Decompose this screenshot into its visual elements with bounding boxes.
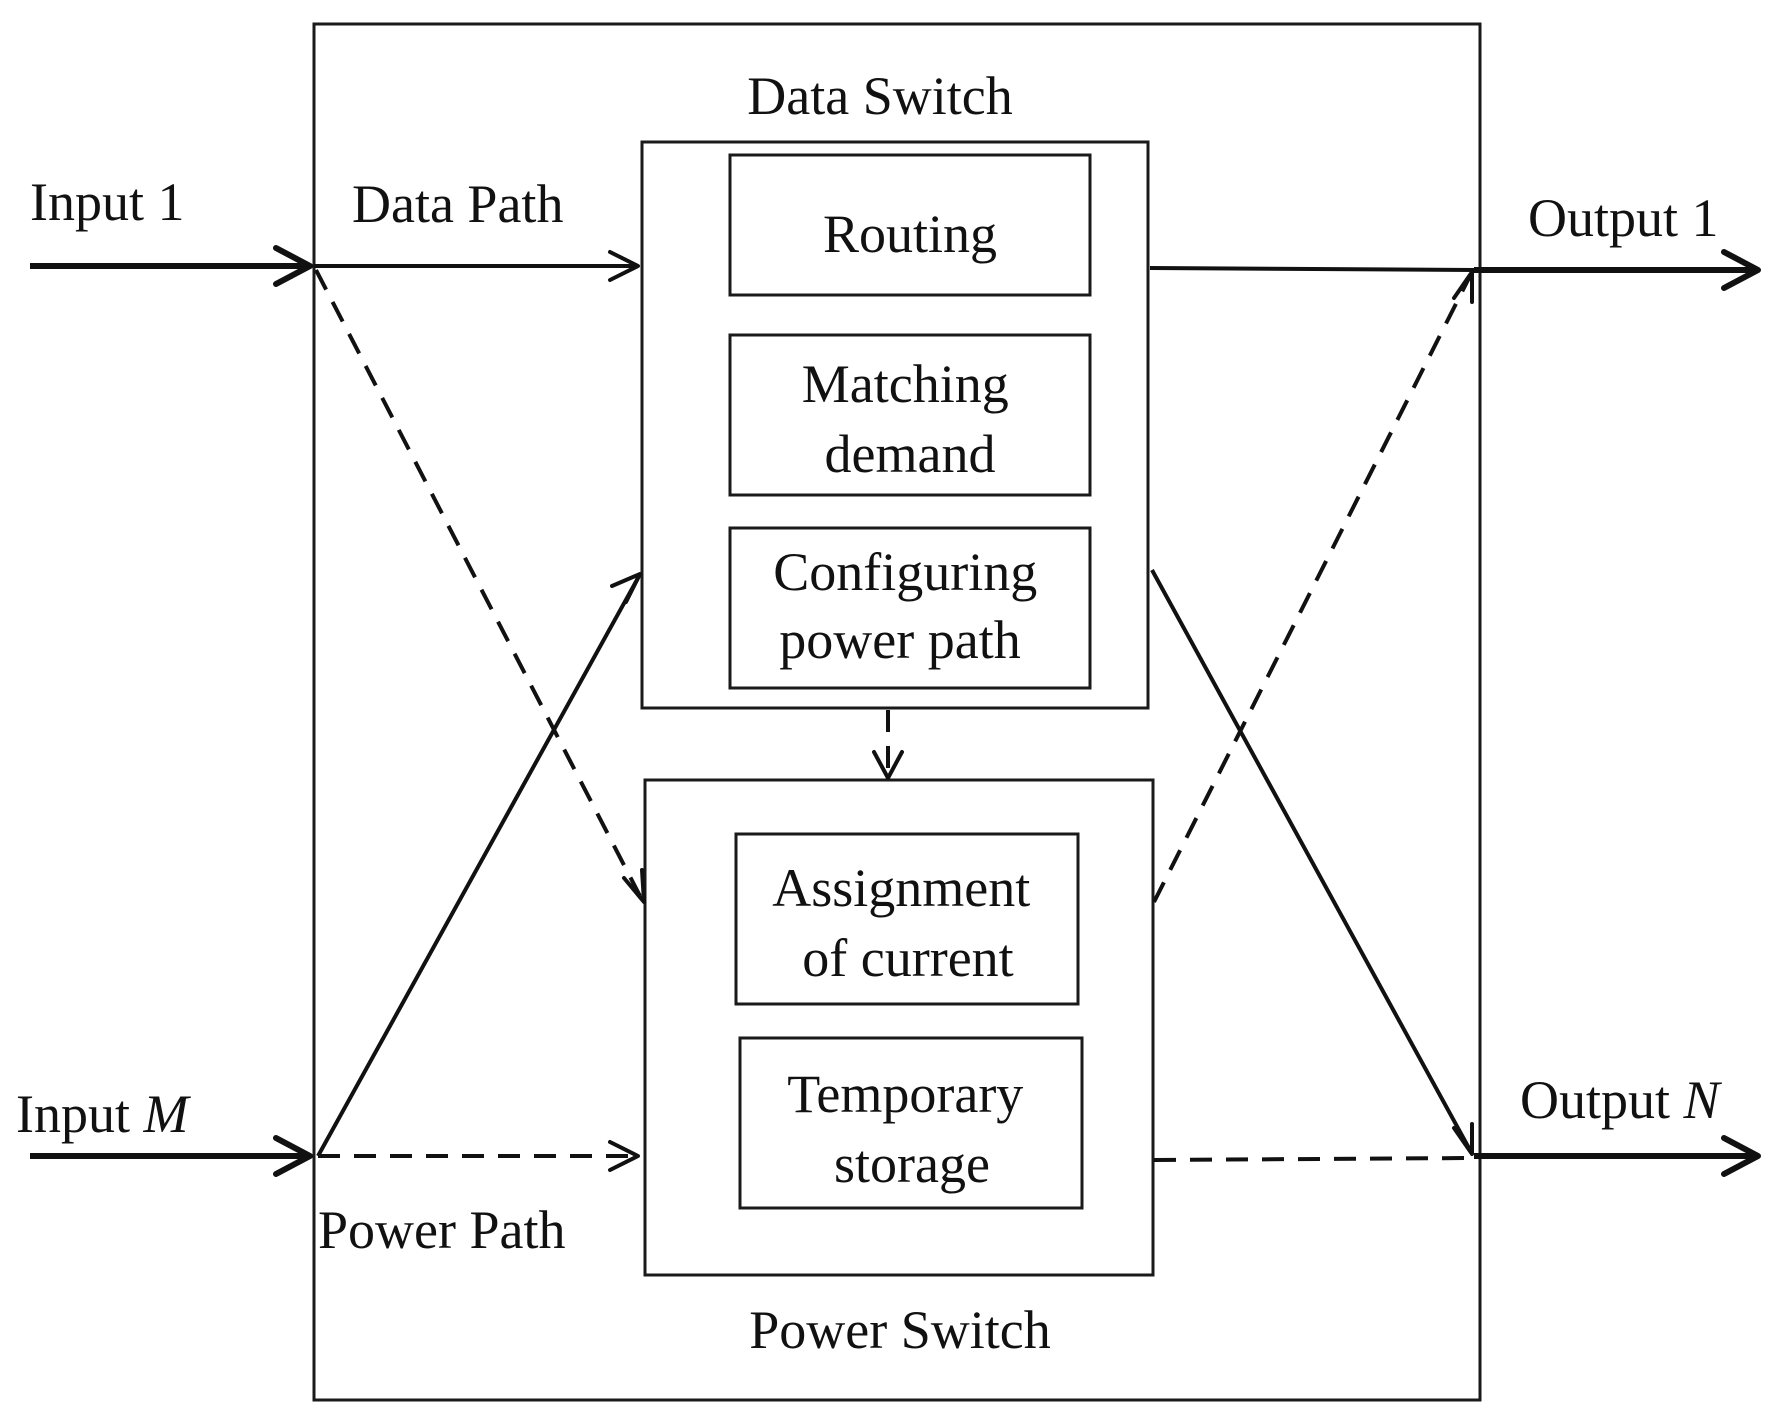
input-1-arrow xyxy=(30,245,313,287)
temporary-storage-line-2: storage xyxy=(834,1134,990,1194)
assignment-of-current-block-label: Assignment of current xyxy=(772,858,1044,988)
input-m-to-data-switch-arrow xyxy=(316,572,642,1157)
assignment-of-current-block: Assignment of current xyxy=(734,832,1080,1006)
data-switch-to-power-switch-arrow xyxy=(872,710,904,780)
data-path-arrow xyxy=(314,250,640,282)
power-path-label: Power Path xyxy=(318,1200,565,1260)
input-1-to-power-switch-arrow xyxy=(314,269,646,904)
output-1-label: Output 1 xyxy=(1528,188,1719,248)
matching-demand-block-label: Matching demand xyxy=(802,354,1022,484)
input-m-arrow xyxy=(30,1135,313,1177)
input-m-prefix: Input xyxy=(16,1084,144,1144)
assignment-of-current-line-1: Assignment xyxy=(772,858,1030,918)
configuring-power-path-line-2: power path xyxy=(779,610,1020,670)
outer-frame xyxy=(312,22,1482,1402)
configuring-power-path-block-label: Configuring power path xyxy=(773,542,1051,670)
routing-block-label: Routing xyxy=(823,204,997,264)
power-switch-title: Power Switch xyxy=(749,1300,1050,1360)
routing-block: Routing xyxy=(728,153,1092,297)
matching-demand-line-2: demand xyxy=(825,424,996,484)
output-n-label: Output N xyxy=(1520,1070,1723,1130)
data-path-label: Data Path xyxy=(352,174,563,234)
assignment-of-current-line-2: of current xyxy=(802,928,1013,988)
input-m-label: Input M xyxy=(16,1084,192,1144)
temporary-storage-block: Temporary storage xyxy=(738,1036,1084,1210)
data-switch-to-output-1-line xyxy=(1149,266,1475,272)
power-path-arrow xyxy=(318,1140,640,1172)
configuring-power-path-line-1: Configuring xyxy=(773,542,1037,602)
output-n-arrow xyxy=(1474,1135,1761,1177)
output-1-arrow xyxy=(1474,249,1761,291)
matching-demand-line-1: Matching xyxy=(802,354,1009,414)
input-m-variable: M xyxy=(143,1084,192,1144)
output-n-variable: N xyxy=(1683,1070,1723,1130)
matching-demand-block: Matching demand xyxy=(728,333,1092,497)
power-switch-to-output-1-arrow xyxy=(1152,270,1474,903)
data-switch-title: Data Switch xyxy=(747,66,1012,126)
routing-block-line: Routing xyxy=(823,204,997,264)
temporary-storage-line-1: Temporary xyxy=(787,1064,1023,1124)
power-switch-to-output-n-line xyxy=(1153,1156,1473,1162)
data-switch-to-output-n-arrow xyxy=(1150,569,1474,1156)
input-1-label: Input 1 xyxy=(30,172,185,232)
output-n-prefix: Output xyxy=(1520,1070,1684,1130)
temporary-storage-block-label: Temporary storage xyxy=(787,1064,1037,1194)
configuring-power-path-block: Configuring power path xyxy=(728,526,1092,690)
